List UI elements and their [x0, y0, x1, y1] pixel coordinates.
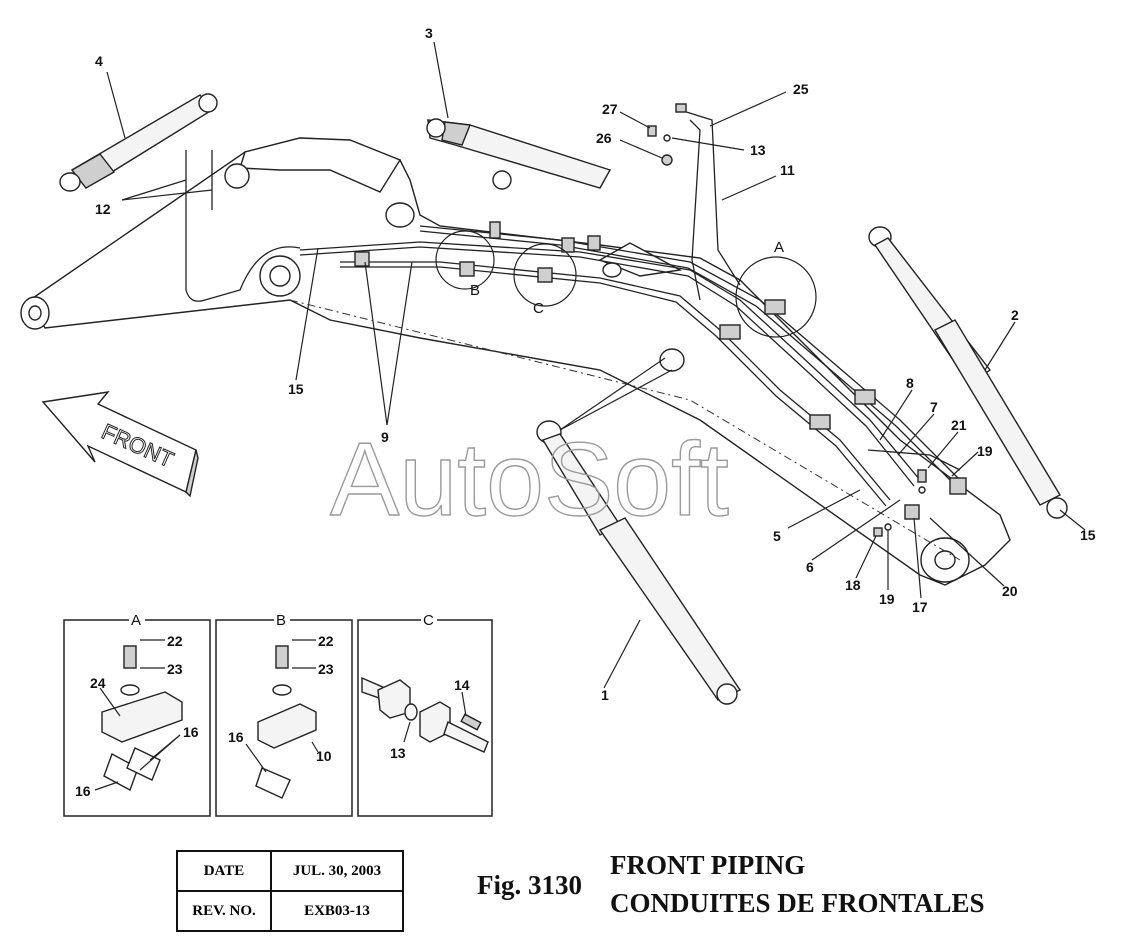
- figure-title-fr: CONDUITES DE FRONTALES: [610, 888, 985, 918]
- detail-c-callout-13: 13: [390, 745, 406, 761]
- callout-27: 27: [602, 101, 618, 117]
- callout-5: 5: [773, 528, 781, 544]
- front-arrow: FRONT: [41, 391, 199, 498]
- cylinder-4: [59, 93, 218, 192]
- boom-pipes: [185, 109, 961, 507]
- cylinder-1: [536, 348, 742, 705]
- detail-c-title: C: [423, 612, 434, 629]
- date-label: DATE: [176, 850, 272, 892]
- callout-17: 17: [912, 599, 928, 615]
- circle-label-c: C: [533, 300, 544, 317]
- callout-15a: 15: [288, 381, 304, 397]
- leader-lines: [106, 41, 1086, 689]
- callout-6: 6: [806, 559, 814, 575]
- detail-b-callout-16: 16: [228, 729, 244, 745]
- callout-19a: 19: [977, 443, 993, 459]
- callout-25: 25: [793, 81, 809, 97]
- detail-a-callout-23: 23: [167, 661, 183, 677]
- date-value: JUL. 30, 2003: [270, 850, 404, 892]
- figure-number: Fig. 3130: [477, 870, 582, 900]
- callout-26: 26: [596, 130, 612, 146]
- callout-4: 4: [95, 53, 103, 69]
- detail-a-callout-16b: 16: [75, 783, 91, 799]
- callout-12: 12: [95, 201, 111, 217]
- detail-a-callout-22: 22: [167, 633, 183, 649]
- callout-13: 13: [750, 142, 766, 158]
- figure-title-en: FRONT PIPING: [610, 850, 806, 880]
- callout-19b: 19: [879, 591, 895, 607]
- cylinder-3: [426, 118, 612, 190]
- callout-3: 3: [425, 25, 433, 41]
- cylinder-2: [868, 226, 1068, 519]
- fittings-top: [647, 103, 927, 537]
- detail-a-title: A: [131, 612, 141, 629]
- callout-1: 1: [601, 687, 609, 703]
- detail-a: A 22 23 24 16 16: [63, 612, 211, 817]
- callout-15b: 15: [1080, 527, 1096, 543]
- detail-b-callout-10: 10: [316, 748, 332, 764]
- detail-circles: A B C: [435, 230, 817, 338]
- callout-7: 7: [930, 399, 938, 415]
- detail-a-callout-16a: 16: [183, 724, 199, 740]
- detail-c-callout-14: 14: [454, 677, 470, 693]
- callout-18: 18: [845, 577, 861, 593]
- callout-2: 2: [1011, 307, 1019, 323]
- callout-9: 9: [381, 429, 389, 445]
- circle-label-b: B: [470, 282, 480, 299]
- rev-label: REV. NO.: [176, 890, 272, 932]
- watermark: AutoSoft: [330, 422, 729, 538]
- detail-b-callout-23: 23: [318, 661, 334, 677]
- detail-a-callout-24: 24: [90, 675, 106, 691]
- callout-20: 20: [1002, 583, 1018, 599]
- circle-label-a: A: [774, 239, 784, 256]
- pipe-clamps: [354, 221, 967, 520]
- callout-21: 21: [951, 417, 967, 433]
- detail-b-title: B: [276, 612, 286, 629]
- callout-11: 11: [780, 162, 795, 178]
- detail-c: C 14 13: [357, 612, 493, 817]
- main-callouts: 4 3 12 15 9 25 27 26 13 11 2 15 8 7 21 1…: [95, 25, 1096, 703]
- rev-value: EXB03-13: [270, 890, 404, 932]
- detail-b: B 22 23 10 16: [215, 612, 353, 817]
- detail-b-callout-22: 22: [318, 633, 334, 649]
- callout-8: 8: [906, 375, 914, 391]
- title-block: DATE JUL. 30, 2003 REV. NO. EXB03-13: [176, 850, 404, 932]
